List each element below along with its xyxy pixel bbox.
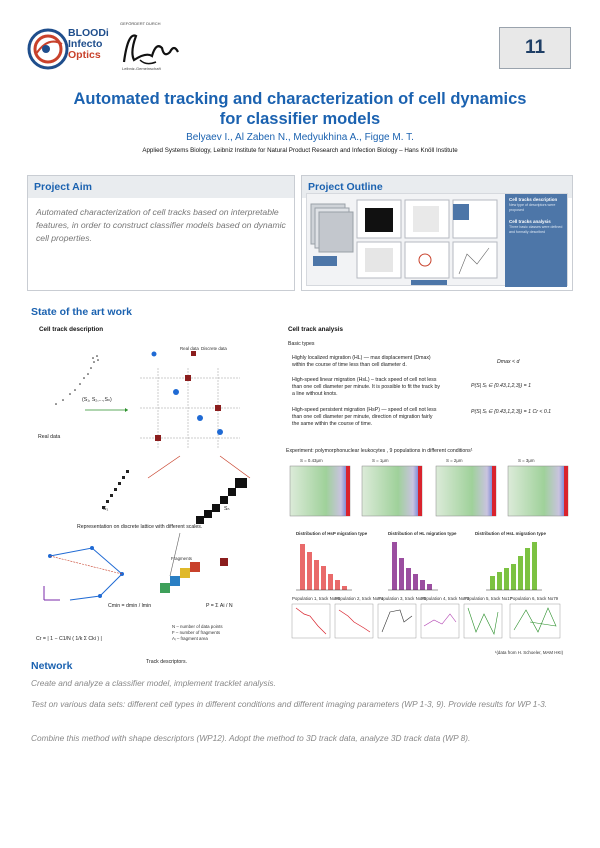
cell-track-description-title: Cell track description (39, 326, 104, 333)
track-title-6: Population 6, track No79 (510, 596, 559, 601)
track-title-3: Population 3, track No35 (378, 596, 427, 601)
title-line-2: for classifier models (219, 110, 381, 128)
network-paragraph-2: Test on various data sets: different cel… (31, 699, 548, 709)
type-hsp-text: High-speed persistent migration (HsP) — … (292, 407, 437, 427)
track-title-5: Population 5, track No17 (464, 596, 513, 601)
project-aim-heading: Project Aim (28, 176, 294, 198)
outline-side-title-1: Cell tracks description (509, 197, 558, 202)
cell-track-description-figure (43, 351, 251, 601)
type-hsp-formula: P(S| Sᵢ ∈ {0.43,1,2,3}) = 1 Cr < 0.1 (471, 409, 552, 415)
lattice-caption: Representation on discrete lattice with … (77, 524, 203, 530)
scatter-title-1: S = 0.43μm (300, 458, 323, 463)
real-data-label: Real data (38, 434, 61, 440)
track-plots (291, 603, 561, 639)
project-outline-heading: Project Outline (302, 176, 572, 198)
fragments-label: Fragments (171, 556, 192, 561)
basic-types-label: Basic types (288, 341, 315, 347)
scatter-title-3: S = 2μm (446, 458, 463, 463)
p-formula: P = Σ Ai / N (206, 603, 233, 609)
authors: Belyaev I., Al Zaben N., Medyukhina A., … (186, 132, 414, 143)
network-heading: Network (31, 660, 73, 672)
outline-pipeline-icon (310, 199, 498, 285)
logo-line-2: Infecto (68, 38, 103, 50)
dist-title-hsl: Distribution of HsL migration type (475, 531, 546, 536)
title-line-1: Automated tracking and characterization … (73, 90, 527, 108)
cr-formula: Cr = | 1 − C1/N ( 1/k Σ Cki ) | (36, 636, 102, 642)
dist-title-hsp: Distribution of HsP migration type (296, 531, 368, 536)
legend-real-data: Real data (180, 346, 199, 351)
track-title-2: Population 2, track No74 (335, 596, 384, 601)
type-hsl-text: High-speed linear migration (HsL) – trac… (292, 377, 440, 397)
project-aim-box: Project Aim Automated characterization o… (27, 175, 295, 291)
leibniz-sub-label: Leibniz-Gemeinschaft (122, 66, 161, 71)
dist-title-hl: Distribution of HL migration type (388, 531, 457, 536)
network-paragraph-1: Create and analyze a classifier model, i… (31, 678, 276, 688)
poster-number: 11 (524, 37, 546, 58)
network-paragraph-3: Combine this method with shape descripto… (31, 733, 471, 743)
s1-label: S₁ (103, 506, 109, 512)
legend-n: N – number of data points (172, 624, 223, 629)
leibniz-logo-icon (122, 34, 179, 65)
poster-number-box: 11 (499, 27, 571, 69)
outline-side-text-1: New type of descriptors were proposed (509, 203, 556, 212)
legend-f: F – number of fragments (172, 630, 221, 635)
funded-by-label: GEFÖRDERT DURCH (120, 21, 161, 26)
legend-a: Aᵢ – fragment area (172, 636, 208, 641)
track-title-4: Population 4, track No73 (421, 596, 470, 601)
outline-side-title-2: Cell tracks analysis (509, 219, 551, 224)
cell-track-analysis-title: Cell track analysis (288, 326, 343, 333)
type-hsl-formula: P(S| Sᵢ ∈ {0.43,1,2,3}) = 1 (471, 383, 532, 389)
poster-title: Automated tracking and characterization … (40, 89, 560, 129)
state-of-art-heading: State of the art work (31, 306, 132, 318)
sequence-label: (S₁, S₂,...,Sₙ) (82, 397, 112, 403)
bloodi-logo-text: BLOODi Infecto Optics (68, 28, 109, 61)
type-hl-formula: Dmax < d (497, 359, 520, 365)
legend-discrete-data: Discrete data (201, 346, 227, 351)
logo-line-1: BLOODi (68, 27, 109, 39)
experiment-label: Experiment: polymorphonuclear leukocytes… (286, 448, 473, 454)
descriptors-caption: Track descriptors. (146, 659, 188, 665)
cmin-formula: Cmin = dmin / lmin (108, 603, 152, 609)
type-hl-text: Highly localized migration (HL) — max di… (292, 355, 431, 368)
project-outline-diagram: Cell tracks description New type of desc… (306, 193, 568, 287)
scatter-title-4: S = 3μm (518, 458, 535, 463)
bloodi-logo-icon (27, 28, 69, 70)
outline-side-panel: Cell tracks description New type of desc… (505, 194, 567, 287)
data-source: ¹(data from H. Schoeler, MAM HKI) (495, 650, 564, 655)
scatter-title-2: S = 1μm (372, 458, 389, 463)
logo-line-3: Optics (68, 49, 101, 61)
analysis-figures (289, 465, 569, 517)
distribution-bar-charts (296, 542, 542, 591)
affiliation: Applied Systems Biology, Leibniz Institu… (142, 147, 458, 154)
outline-side-text-2: Three basic classes were defined and for… (509, 225, 563, 234)
sn-label: Sₙ (224, 506, 230, 512)
track-title-1: Population 1, track No56 (292, 596, 341, 601)
project-aim-text: Automated characterization of cell track… (36, 207, 286, 243)
